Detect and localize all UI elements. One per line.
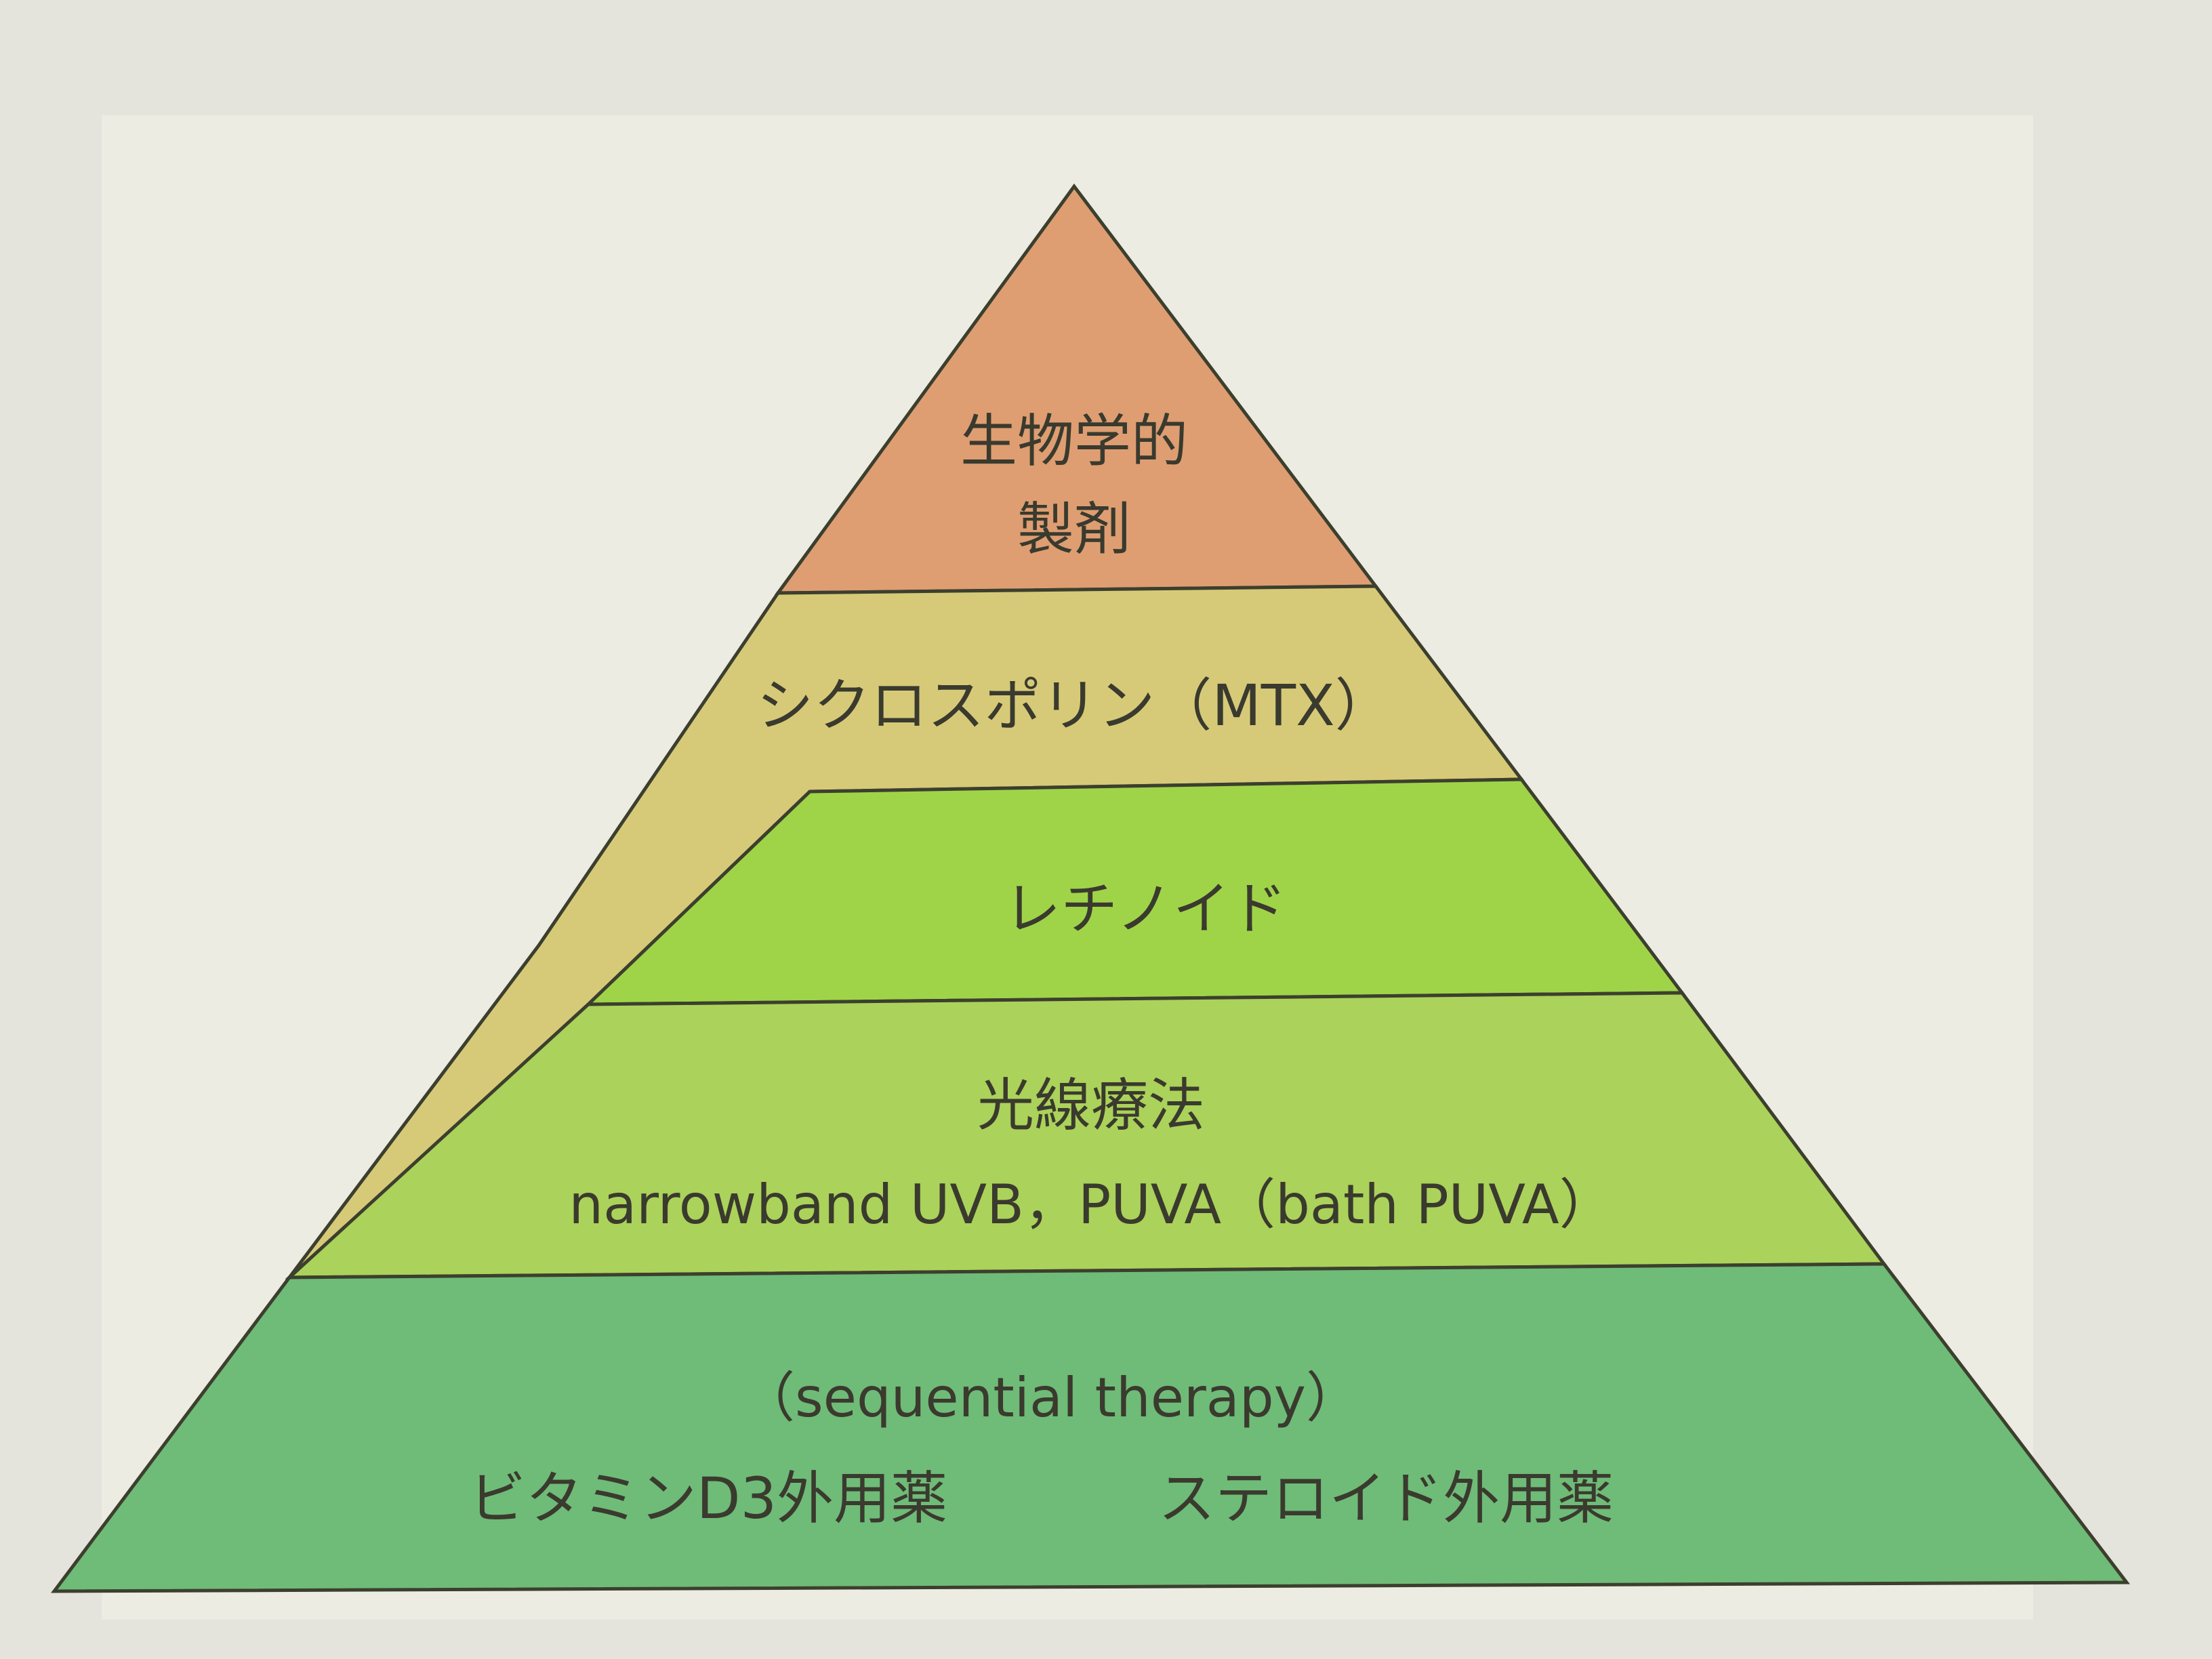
steroid-topical-label: ステロイド外用薬: [1158, 1465, 1614, 1532]
phototherapy-label-line2: narrowband UVB，PUVA（bath PUVA）: [569, 1173, 1613, 1236]
biologics-label-line1: 生物学的: [960, 408, 1188, 474]
tier-topical: [50, 1262, 2131, 1593]
vitamin-d3-topical-label: ビタミンD3外用薬: [469, 1465, 947, 1532]
retinoid-label: レチノイド: [1004, 876, 1286, 942]
phototherapy-label-line1: 光線療法: [977, 1072, 1205, 1139]
sequential-therapy-label: （sequential therapy）: [741, 1366, 1360, 1429]
cyclosporine-label: シクロスポリン（MTX）: [756, 672, 1391, 739]
biologics-label-line2: 製剤: [1017, 496, 1131, 562]
